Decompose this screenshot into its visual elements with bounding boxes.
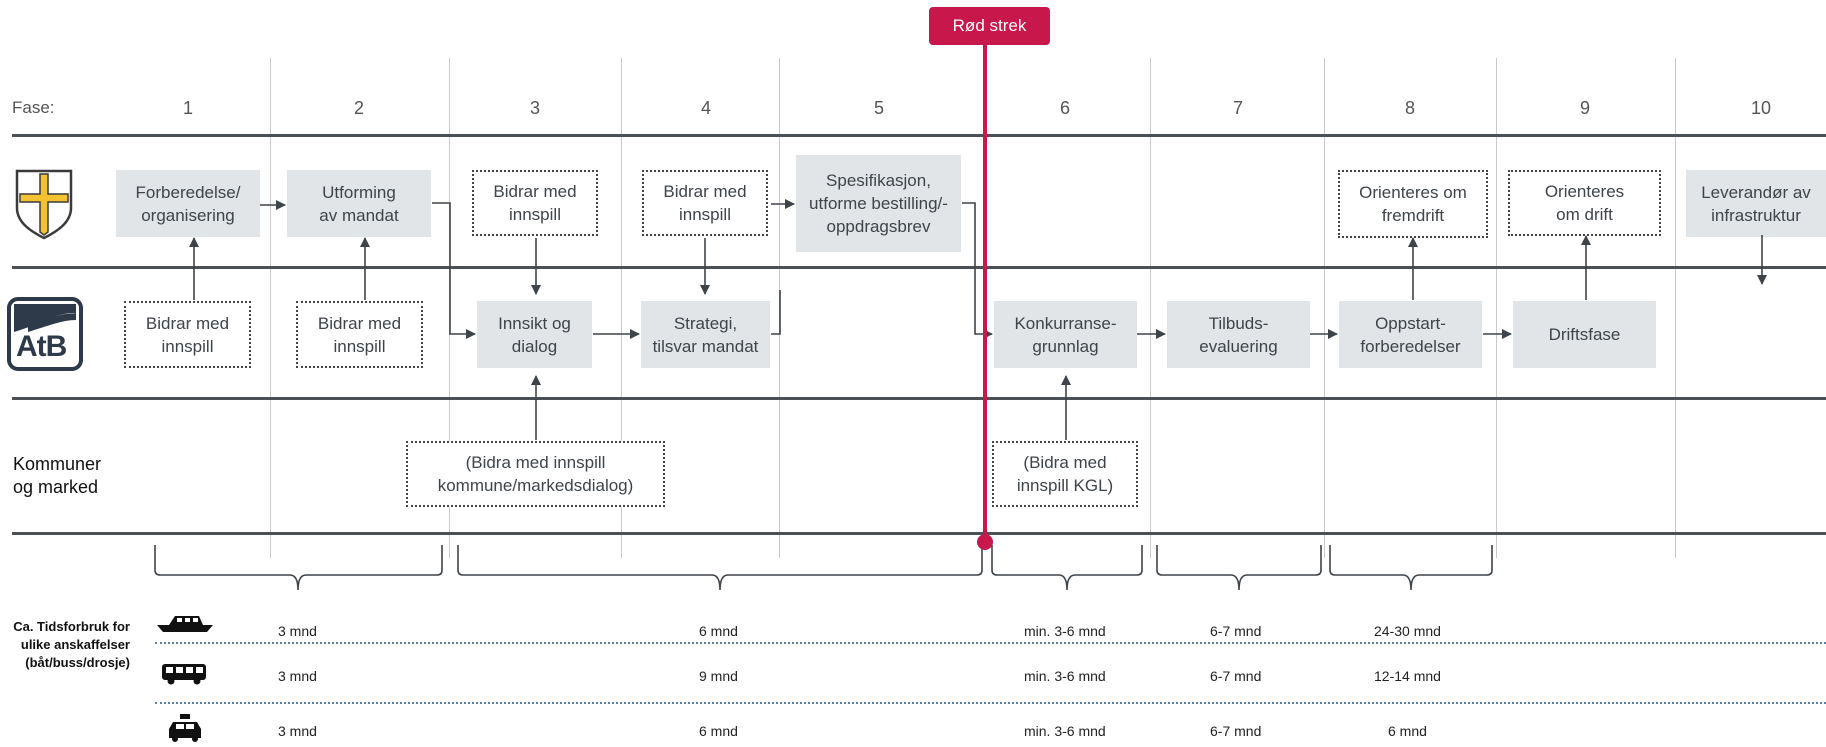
lane-divider [12, 266, 1826, 269]
row-separator [155, 642, 1826, 644]
phase-number: 6 [1059, 98, 1070, 118]
phase-number: 9 [1579, 98, 1590, 118]
time-cell: 6-7 mnd [1210, 623, 1262, 639]
red-line-label: Rød strek [929, 7, 1050, 45]
time-cell: 3 mnd [278, 723, 317, 739]
step-oppstart: Oppstart- forberedelser [1339, 301, 1482, 368]
boat-icon [155, 610, 215, 639]
step-strategi: Strategi, tilsvar mandat [641, 301, 770, 368]
time-cell: min. 3-6 mnd [1024, 623, 1106, 639]
time-cell: 6 mnd [699, 623, 738, 639]
step-leverandor: Leverandør av infrastruktur [1686, 170, 1826, 237]
step-innsikt: Innsikt og dialog [477, 301, 592, 368]
input-bidrar-fase2: Bidrar med innspill [296, 301, 423, 368]
fylke-shield-icon [14, 168, 74, 240]
row-label-kommuner: Kommuner og marked [13, 454, 102, 497]
phase-divider [1150, 58, 1151, 558]
phase-divider [779, 58, 780, 558]
phase-divider [270, 58, 271, 558]
time-cell: 24-30 mnd [1374, 623, 1441, 639]
time-label: Ca. Tidsforbruk for ulike anskaffelser (… [13, 619, 130, 670]
phase-number: 2 [353, 98, 364, 118]
atb-logo-text: AtB [16, 330, 67, 363]
phase-number: 3 [529, 98, 540, 118]
time-cell: 6-7 mnd [1210, 668, 1262, 684]
phase-divider [1496, 58, 1497, 558]
phase-number: 10 [1750, 98, 1772, 118]
time-cell: 6 mnd [1388, 723, 1427, 739]
step-spesifikasjon: Spesifikasjon, utforme bestilling/- oppd… [796, 155, 961, 252]
step-driftsfase: Driftsfase [1513, 301, 1656, 368]
row-separator [155, 702, 1826, 704]
lane-divider [12, 397, 1826, 400]
phase-number: 1 [182, 98, 193, 118]
phase-divider [1675, 58, 1676, 558]
input-kgl: (Bidra med innspill KGL) [992, 441, 1138, 507]
phase-divider [621, 58, 622, 558]
info-orienteres-fremdrift: Orienteres om fremdrift [1338, 170, 1488, 238]
lane-divider [12, 532, 1826, 535]
input-bidrar-fase3: Bidrar med innspill [472, 170, 598, 236]
time-cell: 9 mnd [699, 668, 738, 684]
time-cell: 3 mnd [278, 623, 317, 639]
phase-number: 5 [873, 98, 884, 118]
step-konkurranse: Konkurranse- grunnlag [994, 301, 1137, 368]
red-line-dot [977, 534, 993, 550]
input-bidrar-fase1: Bidrar med innspill [124, 301, 251, 368]
taxi-icon [167, 714, 203, 747]
info-orienteres-drift: Orienteres om drift [1508, 170, 1661, 236]
time-cell: min. 3-6 mnd [1024, 723, 1106, 739]
time-cell: min. 3-6 mnd [1024, 668, 1106, 684]
input-markedsdialog: (Bidra med innspill kommune/markedsdialo… [406, 441, 665, 507]
time-cell: 12-14 mnd [1374, 668, 1441, 684]
time-cell: 3 mnd [278, 668, 317, 684]
step-utforming: Utforming av mandat [287, 170, 431, 237]
phase-number: 4 [700, 98, 711, 118]
phase-divider [1324, 58, 1325, 558]
time-cell: 6 mnd [699, 723, 738, 739]
red-line [983, 44, 987, 542]
input-bidrar-fase4: Bidrar med innspill [642, 170, 768, 236]
phase-label: Fase: [12, 98, 55, 117]
phase-number: 8 [1404, 98, 1415, 118]
lane-divider [12, 134, 1826, 137]
time-cell: 6-7 mnd [1210, 723, 1262, 739]
bus-icon [161, 662, 207, 691]
step-forberedelse: Forberedelse/ organisering [116, 170, 260, 237]
phase-number: 7 [1232, 98, 1243, 118]
step-tilbud: Tilbuds- evaluering [1167, 301, 1310, 368]
atb-logo: AtB [6, 296, 84, 372]
